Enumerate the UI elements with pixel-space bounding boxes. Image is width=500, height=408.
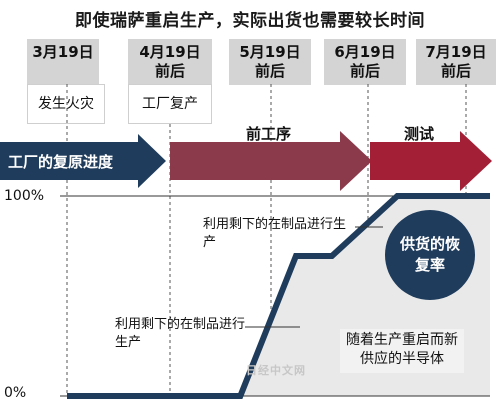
- test-arrow: [370, 131, 492, 191]
- lower-note: 利用剩下的在制品进行生产: [115, 317, 246, 350]
- milestone-date-label: 5月19日: [239, 43, 301, 61]
- recovery-progress-label: 工厂的复原进度: [8, 153, 114, 171]
- circle-label: 供货的恢复率: [399, 235, 460, 274]
- upper-note: 利用剩下的在制品进行生产: [203, 217, 347, 250]
- event-factory-restart: 工厂复产: [128, 84, 212, 124]
- front-process-label: 前工序: [246, 125, 292, 143]
- milestone-date-4: 6月19日 前后: [324, 39, 406, 85]
- watermark: 日经中文网: [246, 364, 306, 377]
- page-title: 即使瑞萨重启生产，实际出货也需要较长时间: [75, 11, 425, 31]
- milestone-date-label: 6月19日: [334, 43, 396, 61]
- milestone-date-1: 3月19日: [27, 39, 99, 85]
- milestone-date-5: 7月19日 前后: [416, 39, 496, 85]
- milestone-date-label: 7月19日: [425, 43, 487, 61]
- new-supply-box: 随着生产重启而新供应的半导体: [340, 329, 464, 373]
- milestone-date-label: 3月19日: [32, 43, 94, 61]
- milestone-date-3: 5月19日 前后: [229, 39, 311, 85]
- y-tick-100: 100%: [4, 188, 45, 204]
- milestone-date-suffix: 前后: [154, 62, 185, 80]
- milestone-date-label: 4月19日: [139, 43, 201, 61]
- supply-recovery-line: [67, 193, 490, 399]
- test-label: 测试: [404, 125, 435, 143]
- milestone-date-suffix: 前后: [349, 62, 380, 80]
- supply-recovery-circle: 供货的恢复率: [385, 210, 475, 300]
- front-process-arrow: [170, 131, 372, 191]
- event-fire: 发生火灾: [27, 84, 105, 124]
- recovery-arrow: [0, 134, 166, 188]
- milestone-date-suffix: 前后: [254, 62, 285, 80]
- y-tick-0: 0%: [4, 385, 27, 401]
- milestone-date-2: 4月19日 前后: [128, 39, 212, 85]
- milestone-date-suffix: 前后: [440, 62, 471, 80]
